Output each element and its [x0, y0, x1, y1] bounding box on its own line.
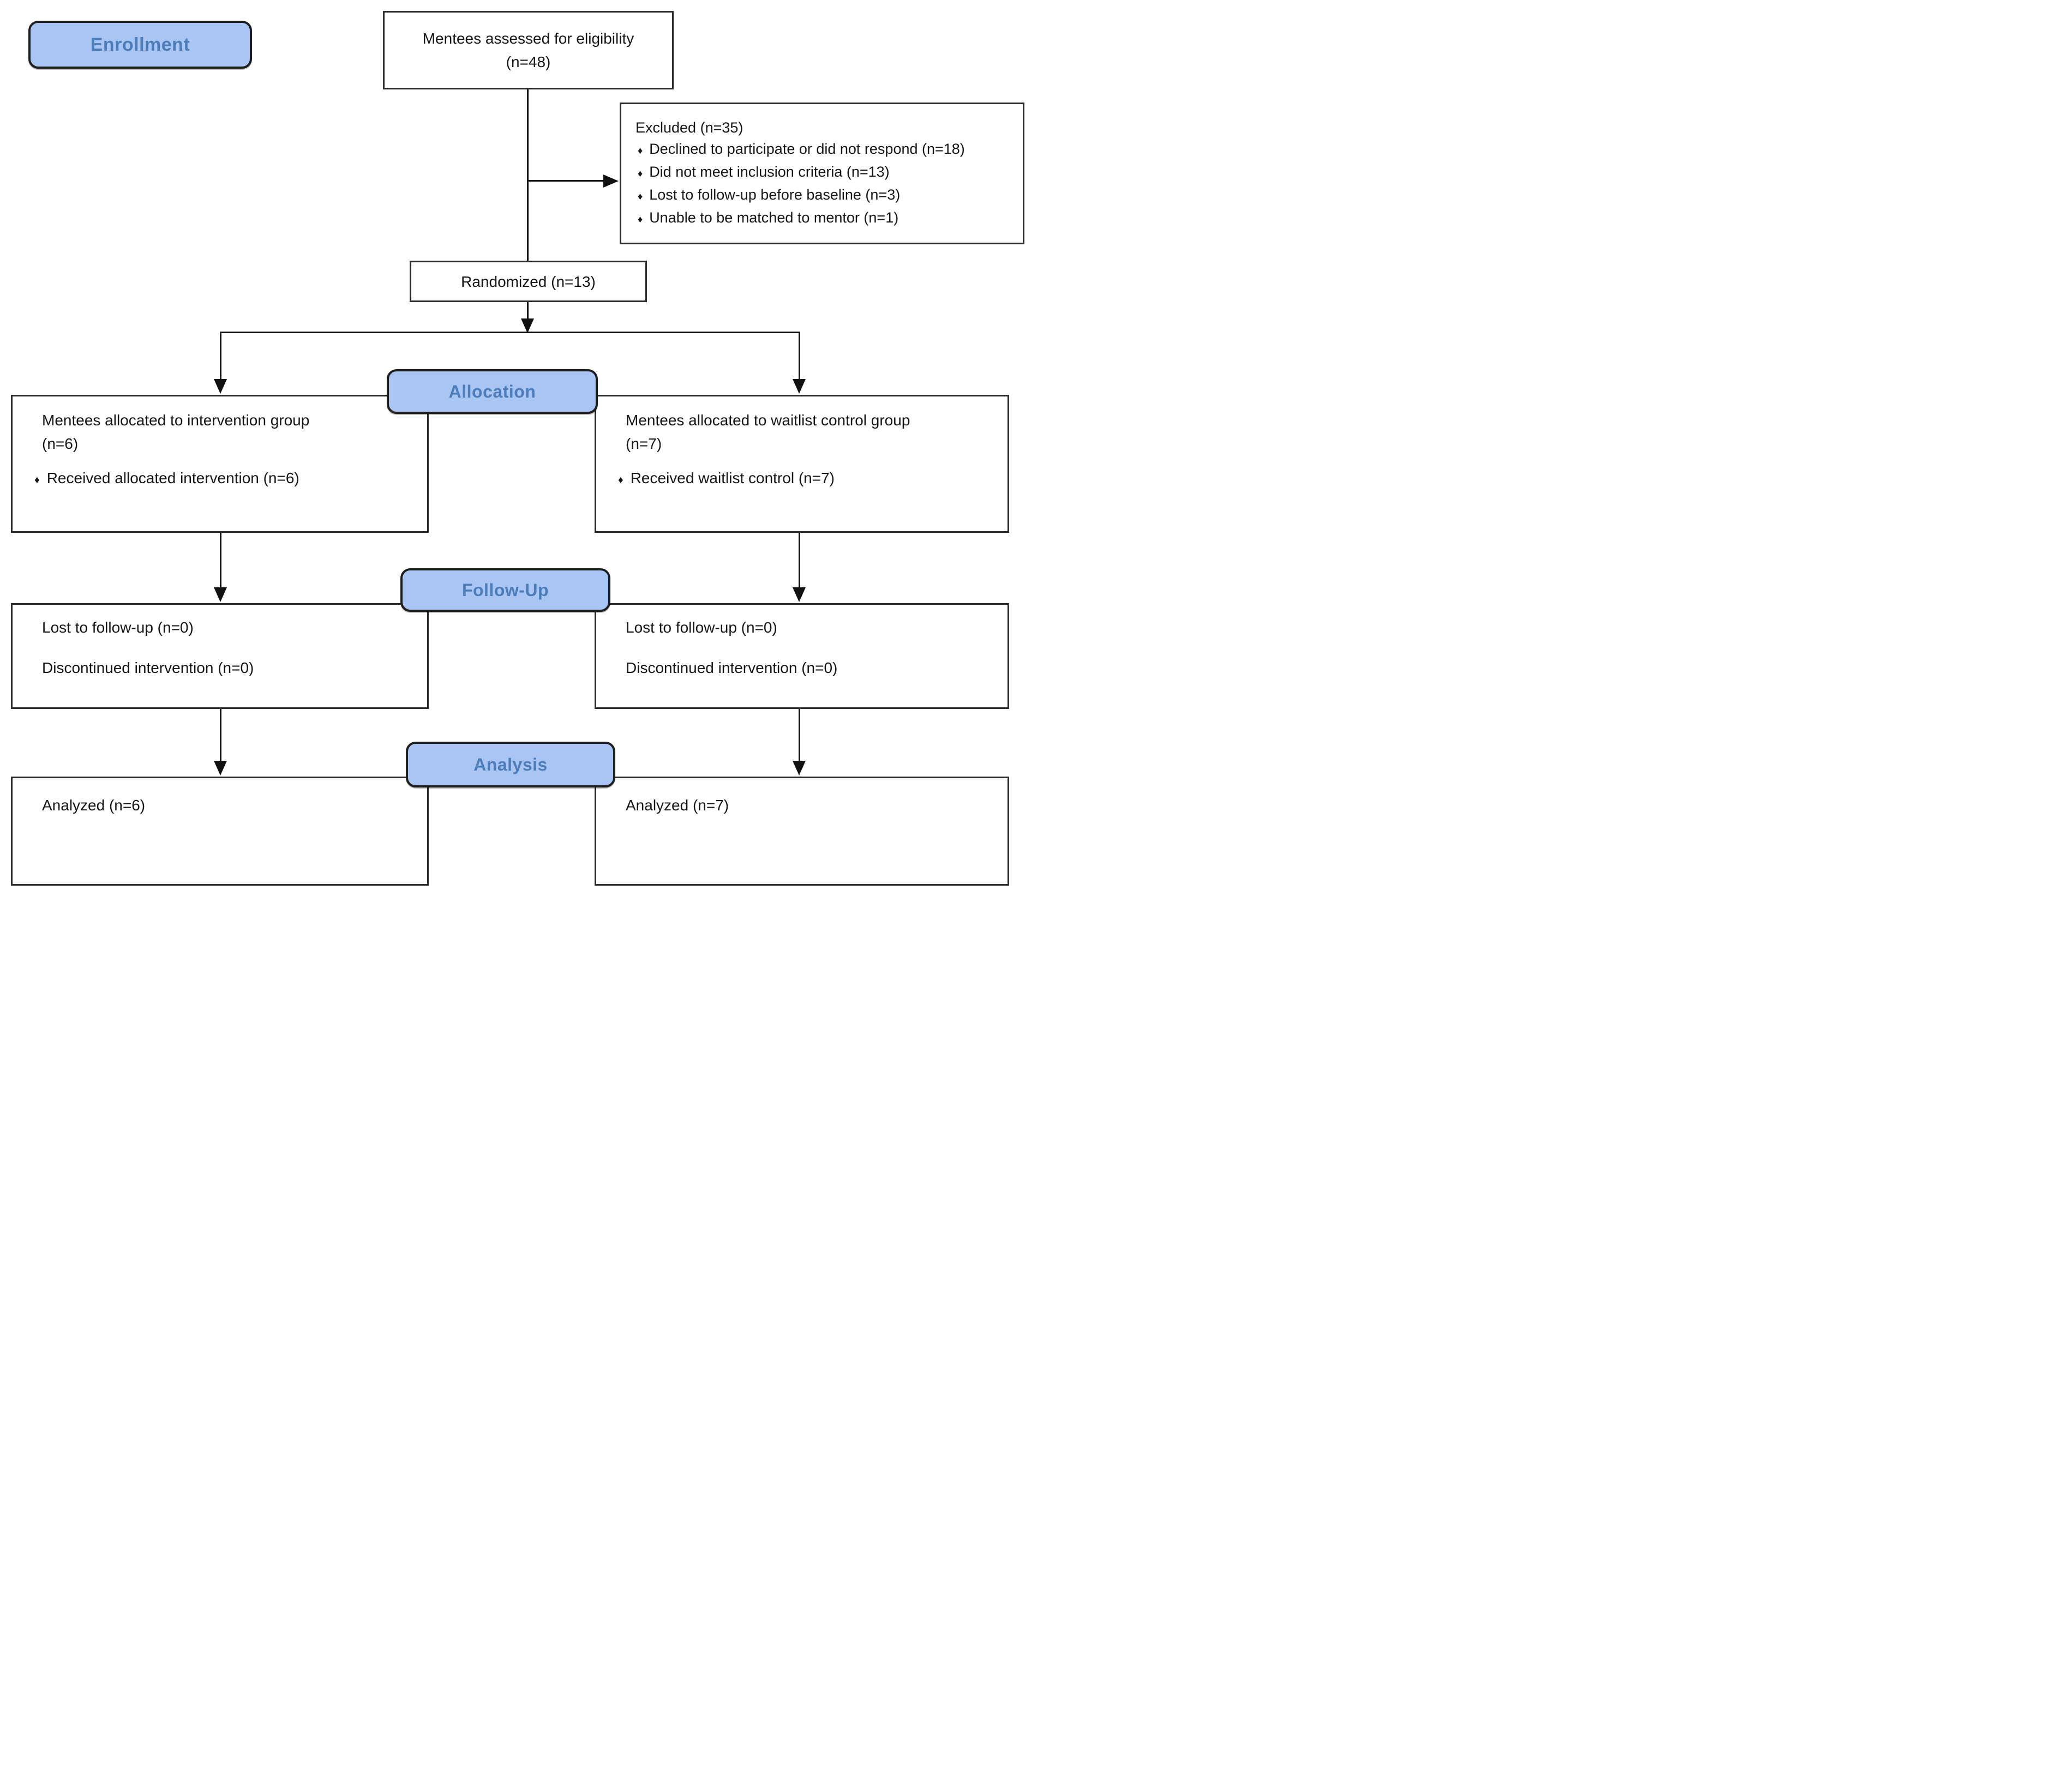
arrowhead-down-icon: [214, 379, 227, 394]
analysis-left-line1: Analyzed (n=6): [42, 797, 146, 814]
connector-eligibility-to-randomized: [527, 89, 529, 261]
arrowhead-down-icon: [793, 379, 806, 394]
arrowhead-down-icon: [793, 761, 806, 775]
excluded-reason-1: Declined to participate or did not respo…: [649, 141, 965, 157]
eligibility-line1: Mentees assessed for eligibility: [422, 30, 634, 47]
analysis-label: Analysis: [473, 754, 548, 774]
randomized-box: Randomized (n=13): [410, 261, 647, 302]
followup-right-line1: Lost to follow-up (n=0): [626, 619, 777, 636]
allocation-right-bullet: Received waitlist control (n=7): [630, 470, 835, 486]
excluded-box: Excluded (n=35) ♦ Declined to participat…: [620, 103, 1024, 244]
connector-followup-to-analysis-right: [799, 708, 800, 762]
followup-intervention-box: Lost to follow-up (n=0) Discontinued int…: [11, 603, 429, 709]
bullet-diamond-icon: ♦: [638, 214, 643, 225]
followup-label: Follow-Up: [461, 580, 549, 600]
connector-branch-to-excluded: [527, 180, 604, 182]
arrowhead-down-icon: [521, 318, 534, 333]
arrowhead-down-icon: [793, 587, 806, 602]
excluded-reason-2: Did not meet inclusion criteria (n=13): [649, 164, 890, 180]
allocation-waitlist-box: Mentees allocated to waitlist control gr…: [595, 395, 1009, 533]
bullet-diamond-icon: ♦: [638, 168, 643, 179]
allocation-left-line2: (n=6): [42, 435, 79, 452]
arrowhead-down-icon: [214, 587, 227, 602]
bullet-diamond-icon: ♦: [618, 474, 623, 486]
allocation-intervention-box: Mentees allocated to intervention group …: [11, 395, 429, 533]
stage-label-followup: Follow-Up: [400, 568, 610, 612]
allocation-right-line1: Mentees allocated to waitlist control gr…: [626, 412, 910, 429]
bullet-diamond-icon: ♦: [638, 145, 643, 156]
eligibility-box: Mentees assessed for eligibility (n=48): [383, 11, 674, 89]
excluded-reason-4: Unable to be matched to mentor (n=1): [649, 209, 899, 226]
connector-split-drop-right: [799, 333, 800, 381]
connector-split-drop-left: [220, 333, 221, 381]
stage-label-analysis: Analysis: [406, 742, 615, 787]
consort-flow-diagram: Mentees assessed for eligibility (n=48) …: [0, 0, 1029, 896]
stage-label-allocation: Allocation: [387, 369, 598, 414]
allocation-label: Allocation: [448, 381, 536, 401]
stage-label-enrollment: Enrollment: [28, 21, 252, 69]
analysis-intervention-box: Analyzed (n=6): [11, 777, 429, 886]
enrollment-label: Enrollment: [90, 34, 190, 55]
followup-left-line2: Discontinued intervention (n=0): [42, 659, 254, 676]
followup-right-line2: Discontinued intervention (n=0): [626, 659, 838, 676]
connector-allocation-to-followup-right: [799, 532, 800, 589]
connector-randomized-stub: [527, 302, 529, 320]
excluded-reason-3: Lost to follow-up before baseline (n=3): [649, 187, 901, 203]
eligibility-line2: (n=48): [506, 53, 551, 70]
followup-waitlist-box: Lost to follow-up (n=0) Discontinued int…: [595, 603, 1009, 709]
followup-left-line1: Lost to follow-up (n=0): [42, 619, 194, 636]
randomized-label: Randomized (n=13): [461, 273, 596, 290]
connector-followup-to-analysis-left: [220, 708, 221, 762]
allocation-left-bullet: Received allocated intervention (n=6): [46, 470, 299, 486]
allocation-right-line2: (n=7): [626, 435, 662, 452]
analysis-right-line1: Analyzed (n=7): [626, 797, 729, 814]
analysis-waitlist-box: Analyzed (n=7): [595, 777, 1009, 886]
bullet-diamond-icon: ♦: [34, 474, 40, 486]
connector-allocation-to-followup-left: [220, 532, 221, 589]
connector-split-horizontal: [220, 332, 800, 333]
allocation-left-line1: Mentees allocated to intervention group: [42, 412, 310, 429]
bullet-diamond-icon: ♦: [638, 191, 643, 202]
excluded-title: Excluded (n=35): [635, 119, 743, 136]
arrowhead-down-icon: [214, 761, 227, 775]
arrowhead-right-icon: [603, 175, 619, 188]
